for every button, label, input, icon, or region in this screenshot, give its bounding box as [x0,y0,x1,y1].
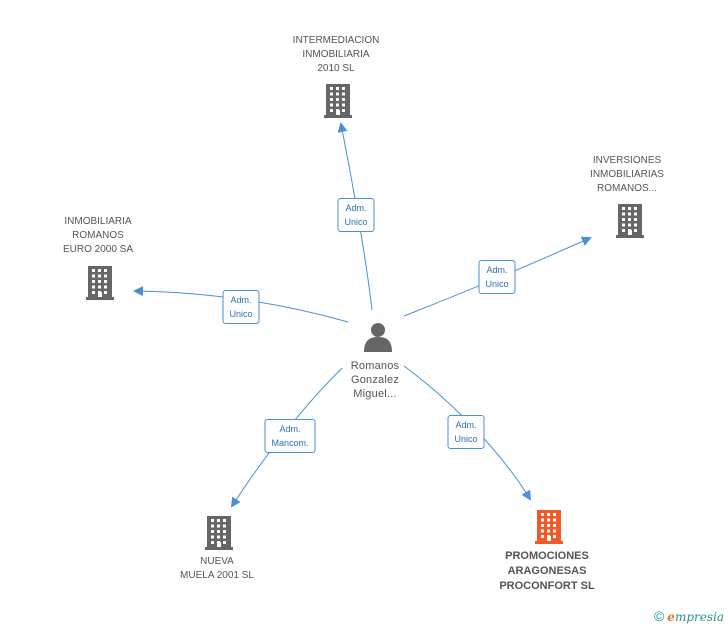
building-icon[interactable] [205,516,233,550]
company-label-promociones[interactable]: PROMOCIONES ARAGONESAS PROCONFORT SL [499,549,594,594]
company-label-inmobiliaria-romanos[interactable]: INMOBILIARIA ROMANOS EURO 2000 SA [63,215,133,257]
footer-brand: ©empresia [654,608,724,624]
copyright-symbol: © [653,608,665,624]
building-icon[interactable] [324,84,352,118]
edge-label-line: Unico [485,279,509,289]
edge-label-line: Unico [454,434,478,444]
company-label-inversiones[interactable]: INVERSIONES INMOBILIARIAS ROMANOS... [590,154,664,196]
edge-label-line: Adm. [279,424,301,434]
building-icon[interactable] [535,510,563,544]
person-name-line: Miguel... [353,388,397,400]
company-label-line: INVERSIONES [592,155,662,166]
edge-label-line: Adm. [345,203,367,213]
company-label-line: MUELA 2001 SL [180,570,254,581]
company-label-line: ROMANOS... [596,183,657,194]
edge-label-line: Unico [229,309,253,319]
company-label-line: ARAGONESAS [507,565,587,577]
company-label-line: NUEVA [200,556,234,567]
edge-label-intermediacion[interactable]: Adm. Unico [337,198,375,232]
brand-logo: empresia [667,610,724,624]
company-label-line: PROCONFORT SL [499,580,595,592]
company-label-line: INMOBILIARIA [64,216,132,227]
edge-label-inmobiliaria-romanos[interactable]: Adm. Unico [222,290,260,324]
building-icon[interactable] [616,204,644,238]
company-label-line: INMOBILIARIAS [590,169,664,180]
building-icon[interactable] [86,266,114,300]
person-icon[interactable] [364,323,392,352]
company-label-nueva-muela[interactable]: NUEVA MUELA 2001 SL [180,555,254,583]
edge-label-line: Adm. [455,420,477,430]
person-name-line: Romanos [350,360,400,372]
edge-label-inversiones[interactable]: Adm. Unico [478,260,516,294]
company-label-line: ROMANOS [72,230,124,241]
edge-label-promociones[interactable]: Adm. Unico [447,415,485,449]
edge-label-line: Unico [344,217,368,227]
edge-label-line: Mancom. [271,438,309,448]
company-label-line: INMOBILIARIA [302,49,370,60]
edge-label-nueva-muela[interactable]: Adm. Mancom. [264,419,316,453]
person-name-line: Gonzalez [350,374,400,386]
edge-label-line: Adm. [230,295,252,305]
company-label-line: 2010 SL [317,63,355,74]
company-label-line: EURO 2000 SA [62,244,134,255]
edge-label-line: Adm. [486,265,508,275]
company-label-line: PROMOCIONES [505,550,589,562]
company-label-intermediacion[interactable]: INTERMEDIACION INMOBILIARIA 2010 SL [293,34,380,76]
company-label-line: INTERMEDIACION [292,35,380,46]
